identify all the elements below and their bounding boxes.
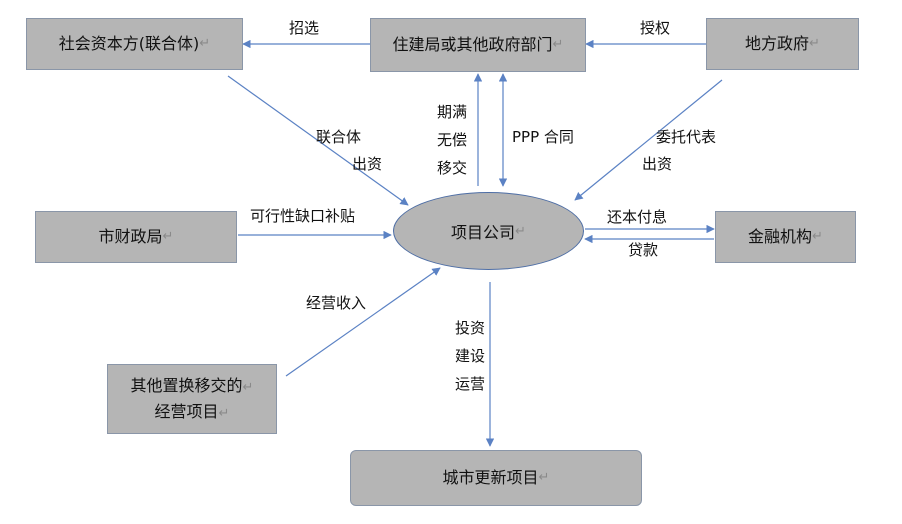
arrow-consortium-invest <box>227 75 409 206</box>
edge-label-subsidy: 可行性缺口补贴 <box>250 207 356 225</box>
edge-label-invest-line1: 投资 <box>454 319 485 337</box>
paragraph-mark-icon: ↵ <box>199 35 211 51</box>
paragraph-mark-icon: ↵ <box>809 35 820 51</box>
node-finance-bureau: 市财政局↵ <box>35 211 237 263</box>
arrow-delegate-invest <box>574 79 723 201</box>
edge-label-expire-line3: 移交 <box>436 159 467 177</box>
edge-label-ppp-contract: PPP 合同 <box>512 128 574 146</box>
paragraph-mark-icon: ↵ <box>538 469 550 485</box>
edge-label-invest-build-operate: 投资 建设 运营 <box>448 314 492 398</box>
node-other-projects-line1: 其他置换移交的 <box>130 376 243 396</box>
edge-label-invest-line2: 建设 <box>454 347 485 365</box>
node-project-company: 项目公司↵ <box>393 192 584 270</box>
node-social-capital-label: 社会资本方(联合体) <box>58 34 200 54</box>
node-financial-institution: 金融机构↵ <box>715 211 856 263</box>
paragraph-mark-icon: ↵ <box>812 228 823 244</box>
edge-label-invest-line3: 运营 <box>454 375 485 393</box>
node-local-government: 地方政府↵ <box>706 18 859 70</box>
node-housing-bureau-label: 住建局或其他政府部门 <box>392 35 553 55</box>
node-social-capital: 社会资本方(联合体)↵ <box>26 18 243 70</box>
edge-label-authorize: 授权 <box>640 19 671 37</box>
node-project-company-label: 项目公司 <box>451 223 516 242</box>
node-local-government-label: 地方政府 <box>745 34 810 54</box>
node-financial-institution-label: 金融机构 <box>748 227 813 247</box>
paragraph-mark-icon: ↵ <box>242 380 254 396</box>
paragraph-mark-icon: ↵ <box>162 228 174 244</box>
paragraph-mark-icon: ↵ <box>552 36 564 52</box>
node-finance-bureau-label: 市财政局 <box>98 227 163 247</box>
paragraph-mark-icon: ↵ <box>515 223 526 239</box>
edge-label-delegate-line2: 出资 <box>642 155 673 173</box>
edge-label-repay: 还本付息 <box>607 208 668 226</box>
node-other-projects-line2: 经营项目 <box>154 402 219 421</box>
paragraph-mark-icon: ↵ <box>218 406 230 421</box>
node-urban-renewal-label: 城市更新项目 <box>442 468 539 488</box>
node-housing-bureau: 住建局或其他政府部门↵ <box>370 18 586 72</box>
edge-label-consortium-line2: 出资 <box>352 155 383 173</box>
edge-label-expire-transfer: 期满 无偿 移交 <box>430 98 474 182</box>
edge-label-loan: 贷款 <box>628 241 659 259</box>
node-other-projects: 其他置换移交的↵ 经营项目↵ <box>107 364 277 434</box>
edge-label-expire-line2: 无偿 <box>436 131 467 149</box>
node-urban-renewal: 城市更新项目↵ <box>350 450 642 506</box>
edge-label-operating-income: 经营收入 <box>306 294 367 312</box>
edge-label-select: 招选 <box>289 19 320 37</box>
edge-label-expire-line1: 期满 <box>436 103 467 121</box>
arrow-operating-income <box>285 267 441 377</box>
edge-label-delegate-line1: 委托代表 <box>656 128 717 146</box>
edge-label-consortium-line1: 联合体 <box>316 128 362 146</box>
